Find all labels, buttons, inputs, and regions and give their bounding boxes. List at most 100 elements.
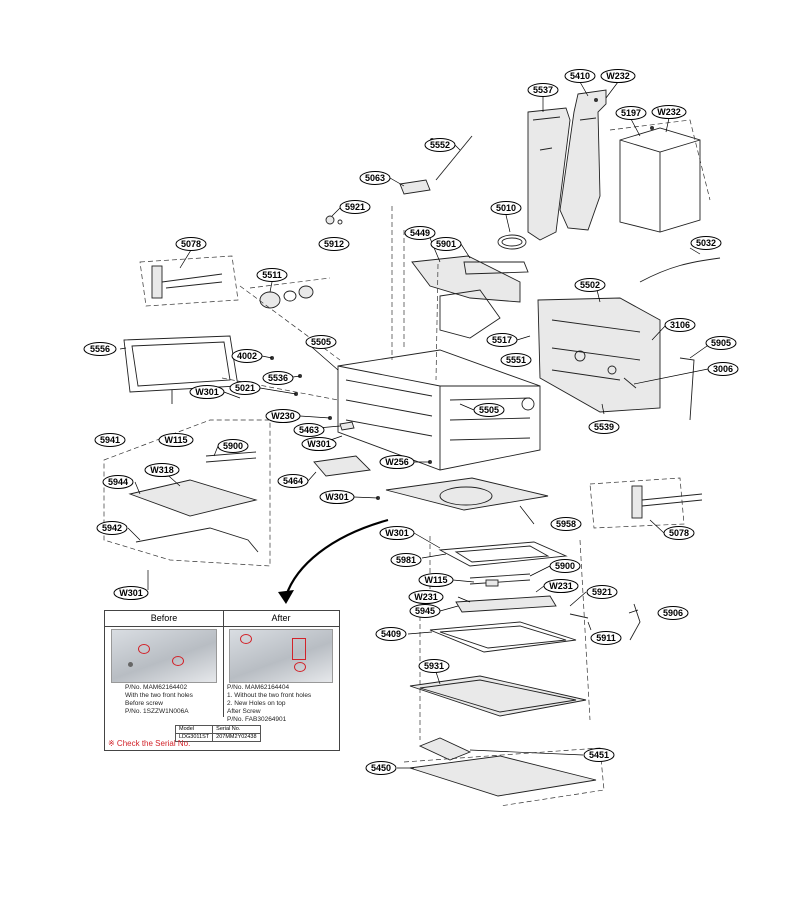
part-5010-wire <box>497 234 527 250</box>
inset-before-panel: Before P/No. MAM62164402 With the two fr… <box>105 611 224 717</box>
drawing-lower <box>403 541 641 807</box>
drawing-upper <box>103 89 721 567</box>
callout-5912-label: 5912 <box>324 239 344 249</box>
callout-5906: 5906 <box>657 606 689 620</box>
callout-5078-b: 5078 <box>663 526 695 540</box>
before-screw-icon <box>128 662 133 667</box>
callout-5450: 5450 <box>365 761 397 775</box>
part-5451-pad <box>418 737 472 761</box>
callout-5931-label: 5931 <box>424 661 444 671</box>
callout-5556-label: 5556 <box>90 344 110 354</box>
callout-5078-a-label: 5078 <box>181 239 201 249</box>
inset-before-line-2: With the two front holes <box>125 692 193 699</box>
callout-5921-a-label: 5921 <box>345 202 365 212</box>
part-5931-base <box>409 675 587 717</box>
callout-5901: 5901 <box>430 237 462 251</box>
callout-5032: 5032 <box>690 236 722 250</box>
callout-w301-d: W301 <box>113 586 149 600</box>
callout-w115-a-label: W115 <box>164 435 187 445</box>
callout-5911: 5911 <box>590 631 622 645</box>
callout-3006-label: 3006 <box>713 364 733 374</box>
part-5511-burner <box>249 277 331 309</box>
callout-w301-e-label: W301 <box>385 528 409 538</box>
inset-before-heading: Before <box>105 611 223 627</box>
callout-5197-label: 5197 <box>621 108 641 118</box>
callout-5511: 5511 <box>256 268 288 282</box>
callout-w301-b: W301 <box>301 437 337 451</box>
callout-5010: 5010 <box>490 201 522 215</box>
inset-after-line-5: P/No. FAB30264901 <box>227 716 287 723</box>
part-5502-rear-panel <box>537 297 661 413</box>
callout-5552: 5552 <box>424 138 456 152</box>
callout-5552-label: 5552 <box>430 140 450 150</box>
callout-w301-d-label: W301 <box>119 588 143 598</box>
callout-5556: 5556 <box>83 342 117 356</box>
callout-5078-a: 5078 <box>175 237 207 251</box>
callout-5900-b-label: 5900 <box>555 561 575 571</box>
inset-after-line-3: 2. New Holes on top <box>227 700 286 707</box>
inset-after-line-4: After Screw <box>227 708 261 715</box>
part-5981-frame <box>438 541 568 567</box>
callout-5021: 5021 <box>229 381 261 395</box>
check-serial-note: ※ Check the Serial No. <box>108 739 191 748</box>
inset-after-notes: P/No. MAM62164404 1. Without the two fro… <box>227 684 311 724</box>
callout-5536-label: 5536 <box>268 373 288 383</box>
callout-5900-a-label: 5900 <box>223 441 243 451</box>
callout-w231-a-label: W231 <box>549 581 573 591</box>
inset-before-photo <box>111 629 217 683</box>
part-5410-duct <box>559 89 607 231</box>
inset-before-line-3: Before screw <box>125 700 163 707</box>
callout-5511-label: 5511 <box>262 270 282 280</box>
inset-after-line-1: P/No. MAM62164404 <box>227 684 290 691</box>
callout-w232-a-label: W232 <box>606 71 630 81</box>
callout-5944-label: 5944 <box>108 477 128 487</box>
callout-w301-e: W301 <box>379 526 415 540</box>
part-5906-rod <box>629 603 641 641</box>
callout-5505-b: 5505 <box>473 403 505 417</box>
callout-5912: 5912 <box>318 237 350 251</box>
callout-w301-c-label: W301 <box>325 492 349 502</box>
callout-5911-label: 5911 <box>596 633 616 643</box>
part-5197-duct-box <box>609 119 711 233</box>
callout-5505-a-label: 5505 <box>311 337 331 347</box>
inset-before-line-1: P/No. MAM62164402 <box>125 684 188 691</box>
after-hole-marker-top <box>240 634 252 644</box>
part-5409-cover <box>429 621 577 653</box>
callout-5449-label: 5449 <box>410 228 430 238</box>
serial-table-serial-value: 207MM2Y02438 <box>212 733 261 742</box>
callout-5945: 5945 <box>409 604 441 618</box>
callout-5981: 5981 <box>390 553 422 567</box>
callout-w318-label: W318 <box>150 465 174 475</box>
part-5921-knob <box>325 215 343 225</box>
callout-5410-label: 5410 <box>570 71 590 81</box>
inset-before-line-4: P/No. 1SZZW1N006A <box>125 708 189 715</box>
callout-5921-b: 5921 <box>586 585 618 599</box>
callout-w232-b: W232 <box>651 105 687 119</box>
callout-5464-label: 5464 <box>283 476 303 486</box>
callout-5931: 5931 <box>418 659 450 673</box>
callout-w231-b: W231 <box>408 590 444 604</box>
callout-5505-a: 5505 <box>305 335 337 349</box>
callout-5539: 5539 <box>588 420 620 434</box>
callout-5905: 5905 <box>705 336 737 350</box>
before-hole-marker-left <box>138 644 150 654</box>
callout-w301-a-label: W301 <box>195 387 219 397</box>
callout-5021-label: 5021 <box>235 383 255 393</box>
callout-5517: 5517 <box>486 333 518 347</box>
callout-5921-b-label: 5921 <box>592 587 612 597</box>
callout-5905-label: 5905 <box>711 338 731 348</box>
callout-5409: 5409 <box>375 627 407 641</box>
after-screw-marker <box>292 638 306 660</box>
part-5905-rod <box>679 357 695 421</box>
callout-w115-a: W115 <box>158 433 194 447</box>
callout-w231-a: W231 <box>543 579 579 593</box>
callout-5502: 5502 <box>574 278 606 292</box>
part-5450-base-plate <box>403 747 605 807</box>
callout-5197: 5197 <box>615 106 647 120</box>
callout-5450-label: 5450 <box>371 763 391 773</box>
part-5537-vent-duct <box>527 107 571 241</box>
callout-5537-label: 5537 <box>533 85 553 95</box>
callout-w232-b-label: W232 <box>657 107 681 117</box>
callout-3106-label: 3106 <box>670 320 690 330</box>
